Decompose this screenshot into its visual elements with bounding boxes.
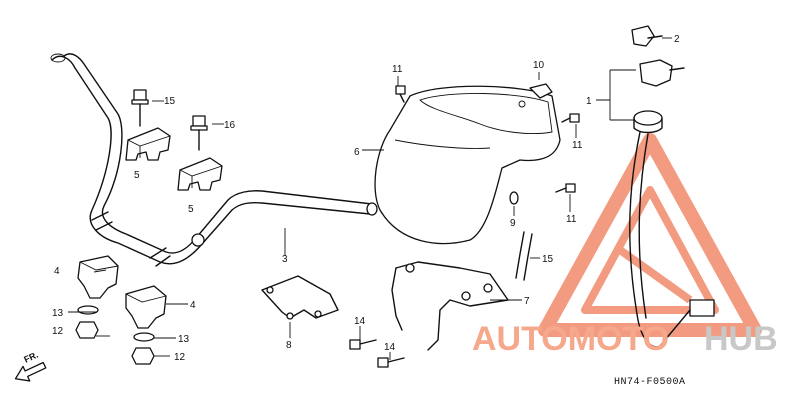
bolt-14b [377, 357, 405, 368]
breather-tube [515, 231, 533, 281]
callout-5b: 5 [188, 204, 194, 215]
screw-11c [555, 183, 576, 193]
callout-14b: 14 [384, 342, 396, 353]
watermark-text-secondary: HUB [704, 320, 778, 358]
callout-13a: 13 [52, 308, 64, 319]
callout-11b: 11 [572, 140, 583, 151]
front-direction-arrow: FR. [14, 350, 47, 382]
handlebar [50, 53, 378, 267]
callout-15b: 16 [224, 120, 236, 131]
callout-6: 6 [354, 147, 360, 158]
screw-11b [561, 113, 580, 123]
callout-10: 10 [533, 60, 545, 71]
watermark-wordmark: AUTOMOTO HUB [472, 320, 778, 358]
nut-1 [75, 321, 99, 339]
lower-holder-right [125, 285, 167, 329]
callout-11a: 11 [392, 64, 403, 75]
callout-4a: 4 [54, 266, 60, 277]
callout-7: 7 [524, 296, 530, 307]
watermark-logo [538, 133, 762, 337]
upper-holder-left [125, 127, 171, 161]
callout-9: 9 [510, 218, 516, 229]
upper-holder-right [177, 157, 223, 191]
callout-15a: 15 [164, 96, 176, 107]
callout-3: 3 [282, 254, 288, 265]
callout-1: 1 [586, 96, 592, 107]
holder-bolt-2 [190, 115, 208, 151]
callout-12a: 12 [52, 326, 64, 337]
callout-12b: 12 [174, 352, 186, 363]
direction-label: FR. [22, 350, 39, 365]
callouts: 15 16 3 4 4 5 5 6 7 8 9 10 11 11 11 12 1… [52, 34, 680, 363]
callout-11c: 11 [566, 214, 577, 225]
washer-2 [133, 332, 155, 342]
callout-16: 15 [542, 254, 554, 265]
callout-5a: 5 [134, 170, 140, 181]
front-cover [374, 85, 561, 245]
callout-14a: 14 [354, 316, 366, 327]
leader-lines [68, 37, 672, 360]
clip [529, 83, 553, 99]
callout-8: 8 [286, 340, 292, 351]
callout-13b: 13 [178, 334, 190, 345]
nut-2 [131, 347, 155, 365]
holder-bolt-1 [131, 89, 149, 127]
callout-2: 2 [674, 34, 680, 45]
watermark-text-primary: AUTOMOTO [472, 320, 669, 358]
mounting-bracket [391, 261, 509, 351]
ignition-switch [629, 110, 715, 348]
drawing-code: HN74-F0500A [614, 377, 686, 388]
grommet [509, 191, 519, 205]
callout-4b: 4 [190, 300, 196, 311]
key-cylinder [639, 59, 685, 87]
lower-holder-left [77, 255, 119, 299]
bolt-14a [349, 339, 377, 350]
stay-plate [261, 275, 339, 320]
ignition-key [631, 25, 663, 47]
screw-11a [395, 85, 406, 103]
washer-1 [77, 305, 99, 315]
